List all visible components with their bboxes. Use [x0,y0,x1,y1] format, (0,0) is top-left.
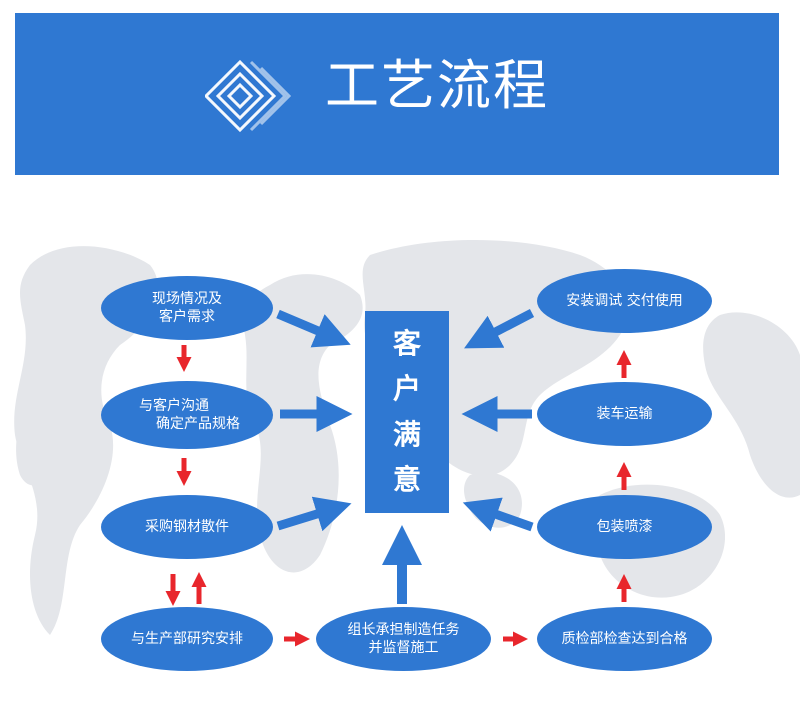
node-site-survey-line1: 现场情况及 [152,291,222,307]
diamond-logo-icon [205,59,292,133]
node-arrange-production-line1: 与生产部研究安排 [131,631,243,647]
center-char-2: 户 [392,372,421,406]
center-customer-satisfaction: 客 户 满 意 [365,311,449,513]
arrow-install-to-center [464,309,535,349]
node-shipping: 装车运输 [537,382,712,446]
node-purchase-line1: 采购钢材散件 [145,519,229,535]
node-painting: 包装喷漆 [537,495,712,559]
node-shipping-line1: 装车运输 [596,406,653,422]
header-banner [15,13,779,175]
node-team-leader: 组长承担制造任务 并监督施工 [316,607,491,671]
center-char-1: 客 [392,326,421,360]
node-team-leader-line2: 并监督施工 [368,640,439,656]
node-team-leader-line1: 组长承担制造任务 [347,622,460,638]
center-char-4: 意 [392,463,421,497]
node-install: 安装调试 交付使用 [537,269,712,333]
arrow-site-to-center [276,309,351,348]
node-purchase: 采购钢材散件 [101,495,273,559]
center-char-3: 满 [392,417,421,451]
node-confirm-spec: 与客户沟通 确定产品规格 [101,381,273,449]
node-painting-line1: 包装喷漆 [596,519,653,535]
arrow-painting-to-center [462,497,534,532]
node-confirm-spec-line2: 确定产品规格 [156,416,240,432]
node-site-survey: 现场情况及 客户需求 [101,276,273,340]
node-site-survey-line2: 客户需求 [159,309,215,325]
arrow-purchase-to-center [276,496,352,532]
node-quality-check-line1: 质检部检查达到合格 [561,631,688,647]
node-arrange-production: 与生产部研究安排 [101,607,273,671]
node-confirm-spec-line1: 与客户沟通 [139,398,209,414]
node-quality-check: 质检部检查达到合格 [537,607,712,671]
node-install-line1: 安装调试 交付使用 [566,293,683,309]
page-title: 工艺流程 [325,54,549,117]
